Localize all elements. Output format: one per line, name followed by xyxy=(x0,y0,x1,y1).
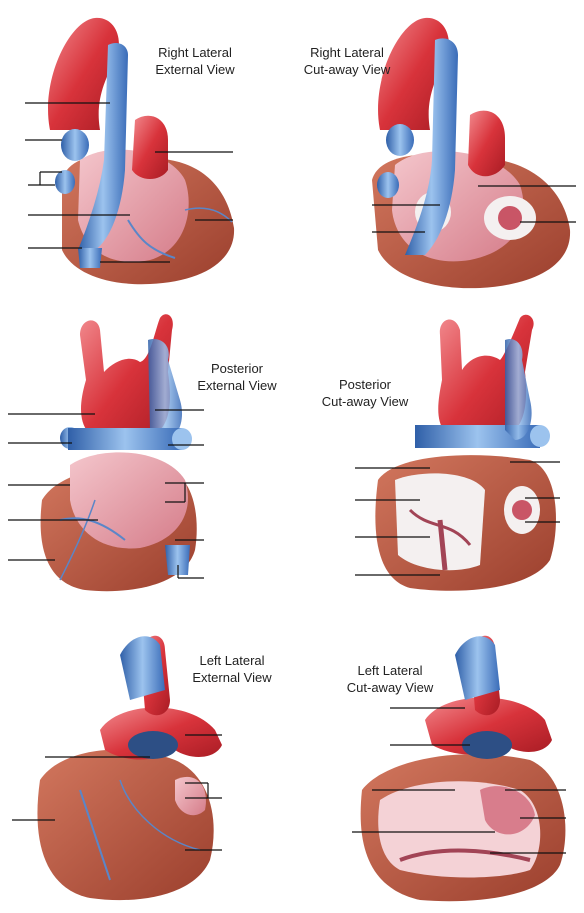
pulmonary-trunk xyxy=(468,110,505,177)
panel-title-line2: External View xyxy=(197,378,277,393)
superior-vena-cava xyxy=(78,43,128,250)
left-lateral-cutaway-heart xyxy=(352,635,566,902)
pulmonary-branch xyxy=(148,339,183,440)
coronary-vessel xyxy=(59,499,96,581)
panel-title-posterior-cutaway: Posterior Cut-away View xyxy=(305,376,425,410)
right-lateral-cutaway-heart xyxy=(372,17,576,289)
left-atrium-opening xyxy=(128,731,178,759)
panel-title-line1: Left Lateral xyxy=(199,653,265,668)
coronary-vessel xyxy=(119,779,201,851)
pulmonary-vein-lower xyxy=(377,172,399,198)
inferior-vena-cava xyxy=(165,545,190,575)
panel-title-line1: Posterior xyxy=(338,377,392,392)
panel-title-line1: Right Lateral xyxy=(310,45,384,60)
trabeculae xyxy=(399,848,531,862)
panel-title-line2: Cut-away View xyxy=(321,394,409,409)
leader-lines xyxy=(352,707,566,854)
panel-title-line1: Right Lateral xyxy=(158,45,232,60)
left-auricle xyxy=(175,776,206,816)
pulmonary-vein xyxy=(61,129,89,161)
posterior-cutaway-heart xyxy=(355,314,560,591)
panel-title-line1: Posterior xyxy=(210,361,264,376)
pulmonary-veins xyxy=(455,636,500,700)
coronary-vessel xyxy=(184,207,233,223)
panel-title-right-lateral-cutaway: Right Lateral Cut-away View xyxy=(287,44,407,78)
pulmonary-artery-right xyxy=(530,425,550,447)
pulmonary-veins xyxy=(120,636,165,700)
leader-lines xyxy=(12,734,222,851)
coronary-vessel xyxy=(79,789,111,881)
panel-title-line2: Cut-away View xyxy=(303,62,391,77)
valve xyxy=(512,500,532,520)
leader-lines xyxy=(372,185,576,233)
left-atrium-opening xyxy=(462,731,512,759)
vena-cava-branch xyxy=(505,339,532,440)
panel-title-line2: External View xyxy=(155,62,235,77)
aorta-arch xyxy=(378,17,449,130)
coronary-vessel xyxy=(59,517,126,541)
panel-title-line1: Left Lateral xyxy=(357,663,423,678)
panel-title-posterior-external: Posterior External View xyxy=(177,360,297,394)
aorta-arch xyxy=(425,697,552,755)
aorta-arch xyxy=(48,17,119,130)
pulmonary-artery-band xyxy=(68,428,182,450)
panel-title-left-lateral-external: Left Lateral External View xyxy=(172,652,292,686)
tricuspid-valve xyxy=(498,206,522,230)
inferior-vena-cava xyxy=(78,248,102,268)
mitral-valve xyxy=(480,786,535,835)
superior-vena-cava xyxy=(405,38,458,255)
panel-title-right-lateral-external: Right Lateral External View xyxy=(135,44,255,78)
leader-lines xyxy=(355,461,560,576)
leader-lines xyxy=(8,409,204,579)
pulmonary-trunk xyxy=(132,115,168,179)
right-lateral-external-heart xyxy=(25,17,235,285)
leader-lines xyxy=(25,102,233,263)
ventricle-body xyxy=(37,749,214,901)
pulmonary-artery-right xyxy=(172,428,192,450)
panel-title-line2: Cut-away View xyxy=(346,680,434,695)
papillary-muscle xyxy=(437,519,448,571)
pulmonary-vein xyxy=(386,124,414,156)
left-lateral-external-heart xyxy=(12,635,222,901)
panel-title-line2: External View xyxy=(192,670,272,685)
coronary-vessel xyxy=(127,219,176,259)
panel-title-left-lateral-cutaway: Left Lateral Cut-away View xyxy=(330,662,450,696)
posterior-external-heart xyxy=(8,314,204,592)
pulmonary-vein-lower xyxy=(55,170,75,194)
